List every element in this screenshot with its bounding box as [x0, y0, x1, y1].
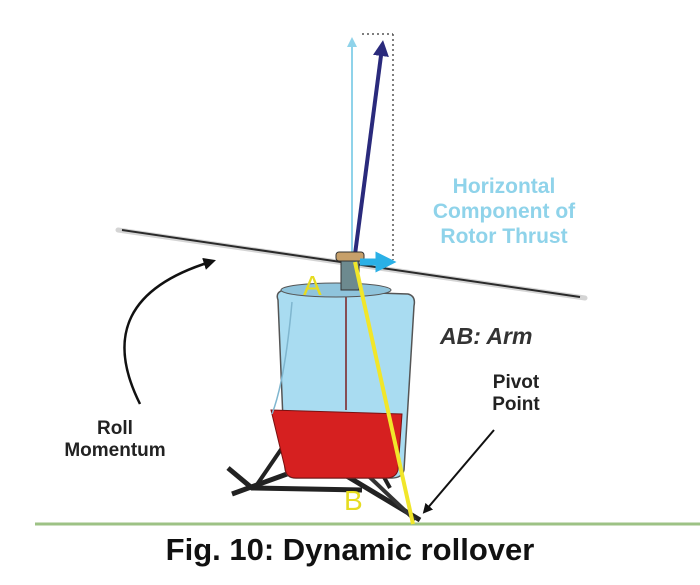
- pivot-point-arrow: [422, 429, 495, 514]
- horizontal-component-line-1: Horizontal: [452, 175, 556, 198]
- horizontal-component-line-2: Component of: [432, 199, 576, 223]
- pivot-point-line-2: Point: [492, 394, 540, 416]
- helicopter-body: [270, 282, 416, 479]
- pivot-point-line-1: Pivot: [492, 372, 540, 393]
- point-b-label: B: [344, 485, 363, 516]
- arm-label: AB: Arm: [440, 323, 533, 349]
- horizontal-component-line-3: Rotor Thrust: [440, 224, 568, 248]
- arm-ab-line: [353, 261, 415, 525]
- figure-caption: Fig. 10: Dynamic rollover: [165, 532, 535, 567]
- rotor-hub: [335, 251, 365, 262]
- roll-momentum-label: Roll Momentum: [40, 418, 190, 463]
- point-a-label: A: [303, 270, 322, 301]
- roll-momentum-arrow: [123, 257, 216, 405]
- horizontal-component-label: Horizontal Component of Rotor Thrust: [398, 175, 610, 249]
- roll-momentum-line-2: Momentum: [64, 440, 166, 462]
- rotor-thrust-arrow: [352, 40, 389, 263]
- pivot-point-label: Pivot Point: [456, 372, 576, 417]
- roll-momentum-line-1: Roll: [97, 418, 133, 439]
